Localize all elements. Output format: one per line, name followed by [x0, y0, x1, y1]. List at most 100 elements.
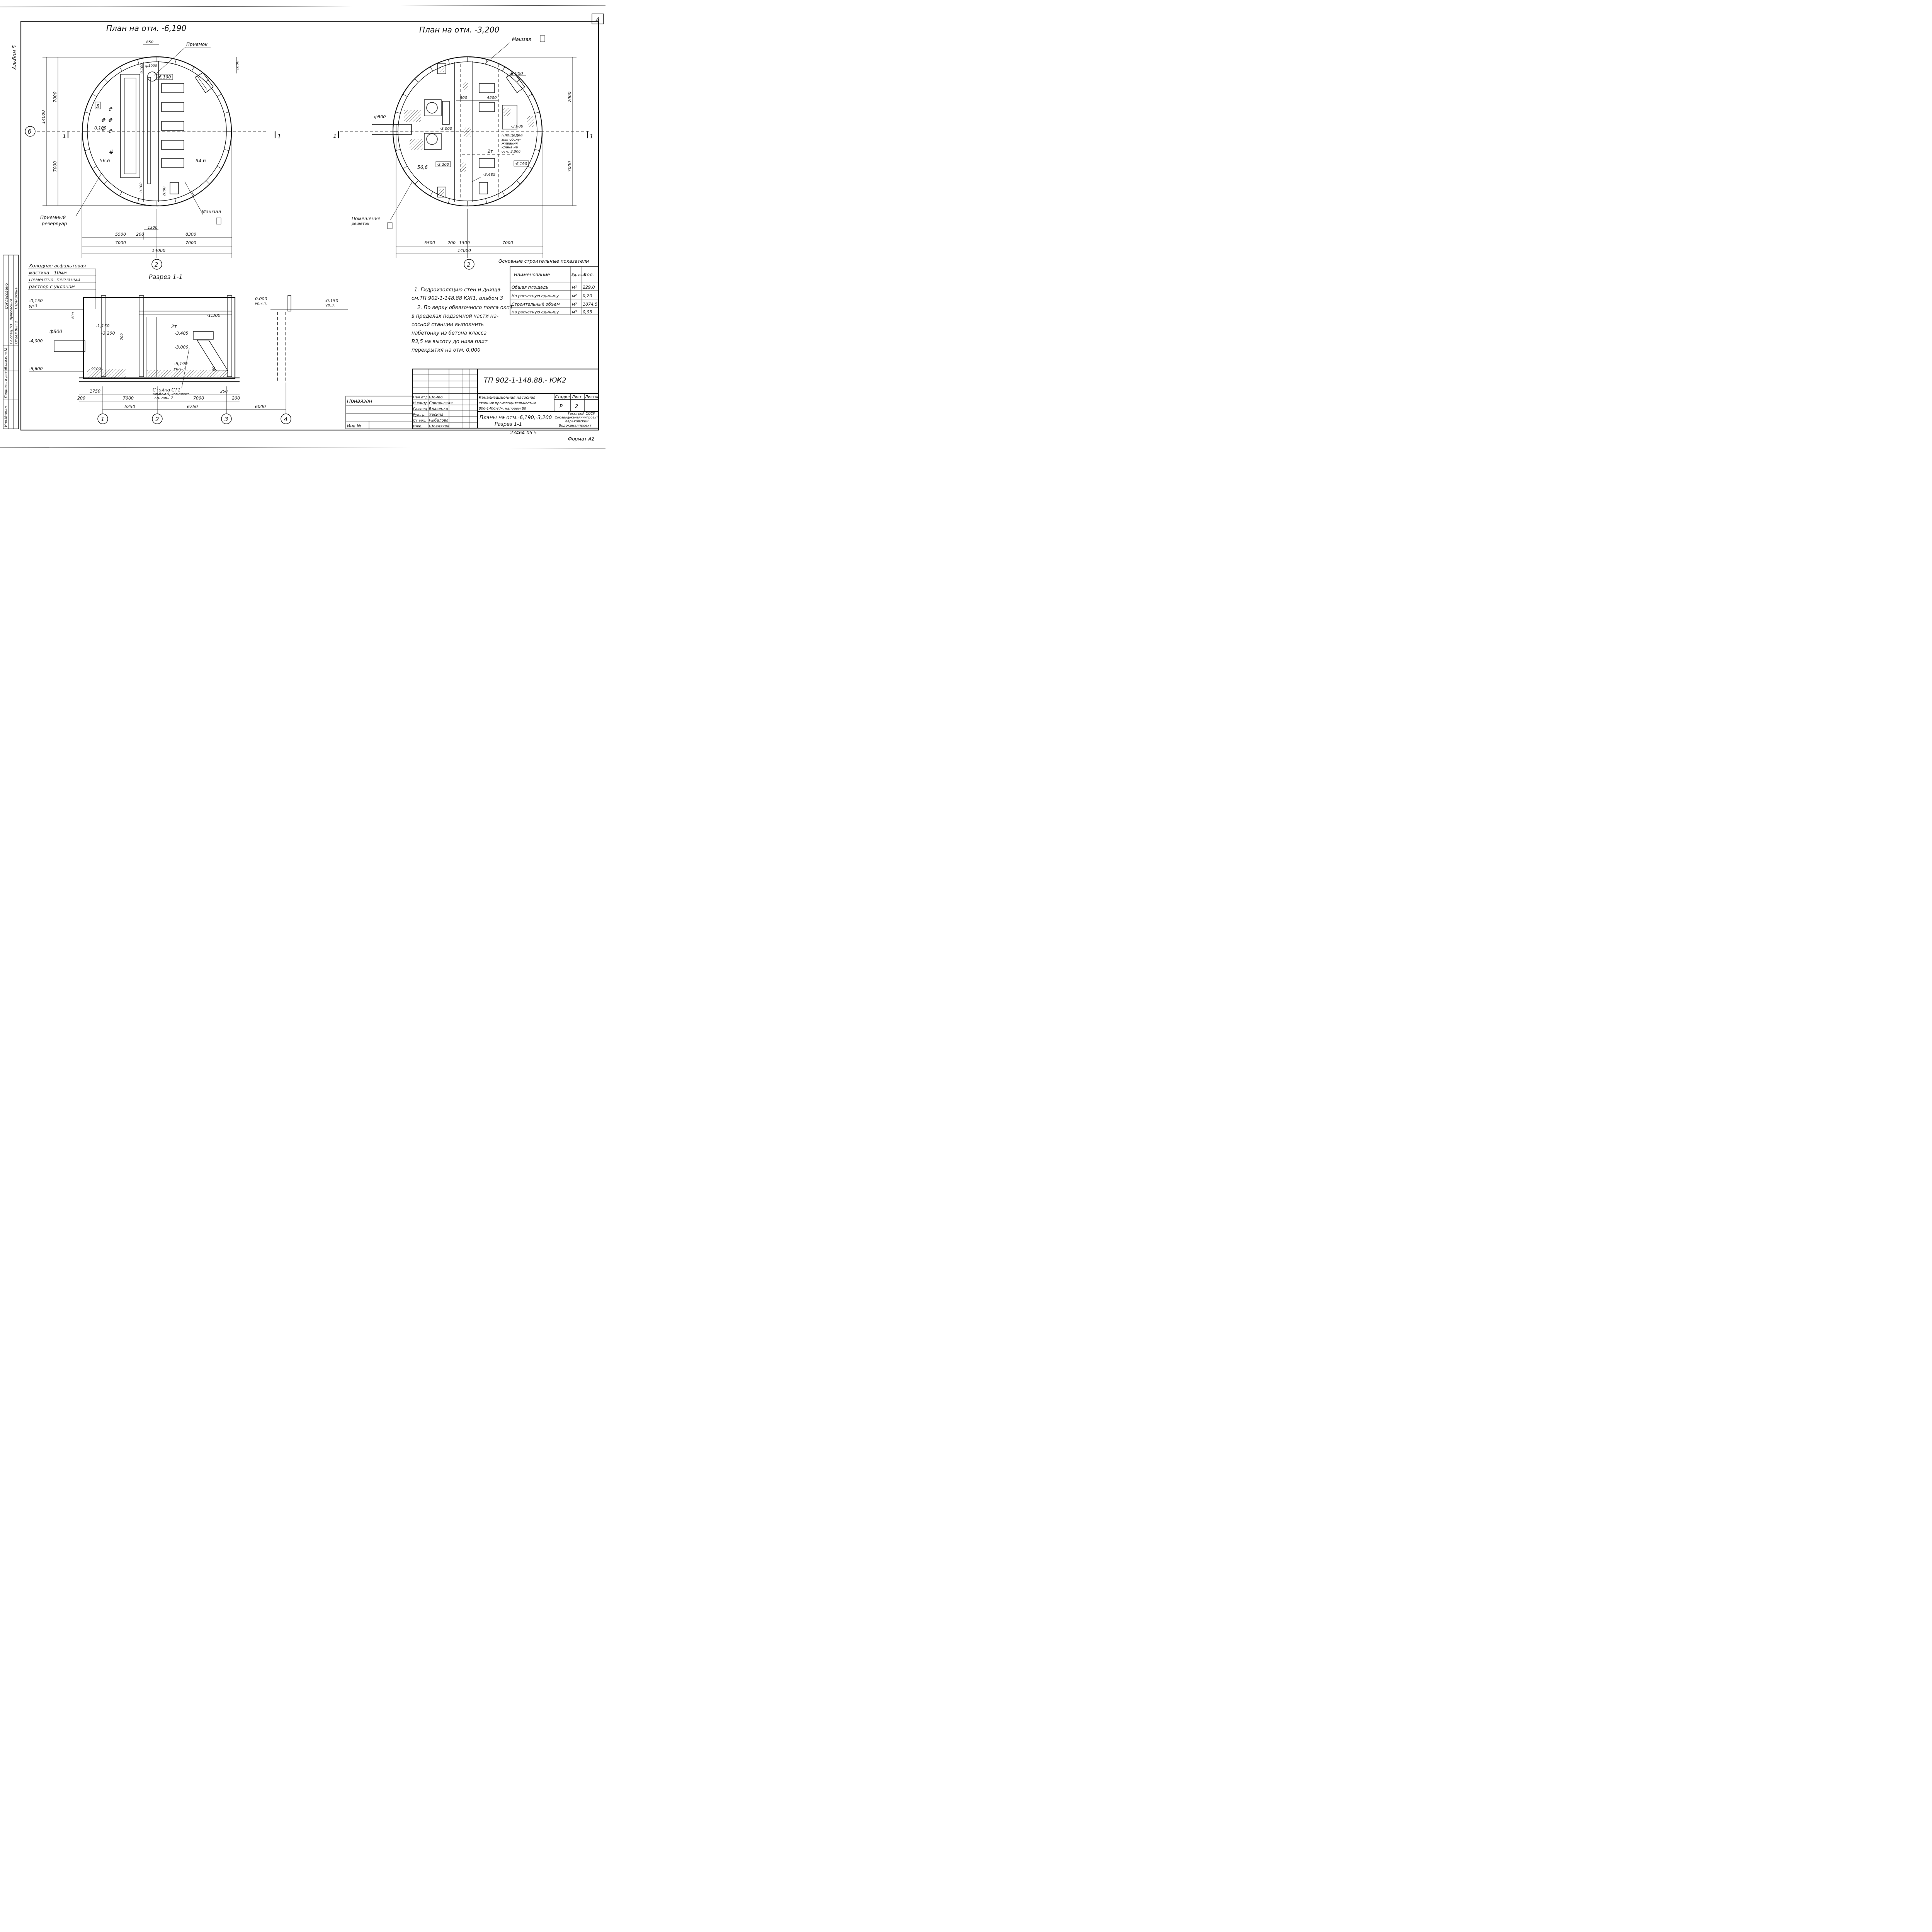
- svg-text:раствор с уклоном: раствор с уклоном: [29, 284, 75, 289]
- section-title: Разрез 1-1: [149, 273, 183, 281]
- plan2-d800: 800: [460, 96, 467, 100]
- plan2-dim-5500: 5500: [424, 240, 435, 245]
- plan2-title: План на отм. -3,200: [419, 25, 499, 34]
- plan2-pumps: [396, 99, 450, 150]
- plan2-dim-7000b: 7000: [567, 161, 572, 172]
- ind-r4-unit: м³: [572, 310, 577, 315]
- plan1-dim-14000: 14000: [41, 110, 46, 124]
- wall-panel-joint: [534, 149, 540, 151]
- wall-panel-joint: [85, 112, 90, 114]
- section-inlet-pipe: [54, 340, 85, 352]
- svg-text:#: #: [108, 117, 113, 124]
- plan-2: План на отм. -3,200: [333, 25, 594, 270]
- title-block: ТП 902-1-148.88.- КЖ2 Нач.отд Шейко Н.ко…: [412, 368, 599, 442]
- plan1-dim-5500: 5500: [115, 232, 126, 237]
- general-notes: 1. Гидроизоляцию стен и днища см.ТП 902-…: [412, 287, 513, 353]
- note-line-1: 1. Гидроизоляцию стен и днища: [414, 287, 500, 293]
- plan2-dim-7000a: 7000: [567, 92, 572, 102]
- wall-panel-joint: [448, 198, 450, 204]
- plan2-axis-2: [464, 259, 474, 270]
- ind-r3-name: Строительный объем: [512, 302, 560, 307]
- section-shell: [83, 297, 236, 379]
- wall-panel-joint: [415, 78, 419, 83]
- plan1-title: План на отм. -6,190: [106, 24, 186, 33]
- plan1-area-left: 56.6: [100, 158, 110, 163]
- plan1-d850: 850: [146, 40, 153, 44]
- svg-text:#: #: [109, 149, 114, 155]
- sec-crane: 2т: [171, 324, 177, 329]
- ind-r3-unit: м³: [572, 302, 577, 307]
- section-layers-note: Холодная асфальтовая мастика - 10мм Цеме…: [28, 263, 96, 309]
- wall-panel-joint: [217, 166, 222, 169]
- wall-panel-joint: [516, 78, 520, 83]
- wall-panel-joint: [92, 166, 97, 169]
- sec-mark-0000: 0,000: [255, 296, 267, 301]
- plan1-axis-b: [25, 126, 36, 137]
- plan1-receiver-label-2: резервуар: [41, 221, 67, 226]
- plan1-d0100a: 0,100: [140, 63, 144, 73]
- plan1-hole-mark: 0,100: [94, 126, 107, 131]
- stamp-org-3: Харьковский: [565, 420, 588, 423]
- stamp-name-5: Рыбалова: [429, 418, 449, 423]
- plan2-platform-label-4: крана на: [502, 146, 518, 150]
- wall-panel-joint: [104, 180, 108, 184]
- indicators-title: Основные строительные показатели: [498, 259, 589, 264]
- plan1-holes: # # # # # #: [101, 107, 114, 155]
- wall-panel-joint: [85, 149, 90, 151]
- stamp-sheet-title-1: Планы на отм.-6,190;-3,200: [480, 415, 552, 421]
- sec-mark-0150r: -0,150: [325, 298, 338, 303]
- plan2-mark-3200: -3,200: [437, 163, 449, 167]
- note-line-3: 2. По верху обвязочного пояса окп1: [417, 305, 513, 311]
- sec-ur3r: ур.3.: [325, 303, 335, 308]
- stamp-role-6: Инж.: [413, 425, 422, 429]
- sec-ur3l: ур.3.: [29, 304, 39, 308]
- section-dims: 1750 200 7000 7000 200 5250 6750 6000: [77, 389, 286, 410]
- plan2-platform-label-3: живания: [501, 142, 518, 146]
- plan1-area-right: 94.6: [196, 158, 206, 163]
- stamp-project-2: станция производительностью: [479, 401, 536, 405]
- plan1-d2000: 2000: [162, 187, 167, 196]
- stamp-project-3: 800-1400м³/ч. напором 80: [479, 407, 526, 411]
- sec-d9100: 9100: [91, 367, 101, 371]
- note-line-5: сосной станции выполнить: [412, 322, 484, 328]
- stamp-sheet-title-2: Разрез 1-1: [495, 422, 522, 427]
- wall-panel-joint: [92, 94, 97, 97]
- stamp-doc-code: ТП 902-1-148.88.- КЖ2: [484, 376, 566, 384]
- wall-panel-joint: [224, 149, 229, 151]
- sec-axis-2: 2: [155, 416, 159, 423]
- sec-axis-3: 3: [224, 416, 228, 423]
- wall-panel-joint: [104, 78, 108, 83]
- sec-dim-200a: 200: [77, 396, 85, 401]
- note-line-2: см.ТП 902-1-148.88 КЖ1, альбом 3: [412, 296, 503, 301]
- plan1-stair: [195, 72, 214, 94]
- plan2-platform-label-5: отм. 3.000: [502, 150, 520, 154]
- wall-panel-joint: [415, 180, 419, 184]
- wall-panel-joint: [119, 191, 122, 196]
- side-label-sign: Подпись и дата: [4, 369, 8, 398]
- stamp-role-3: Гл.спец: [413, 407, 427, 411]
- plan1-d1300: 1300: [148, 226, 157, 230]
- stamp-archive: 23464-05 5: [510, 430, 537, 435]
- stamp-project-1: Канализационная насосная: [479, 396, 536, 400]
- sec-dim-5250: 5250: [124, 404, 135, 409]
- wall-panel-joint: [217, 94, 222, 97]
- sec-d90: 90: [212, 366, 216, 371]
- sheet-frame: 4 Альбом 5: [0, 5, 605, 449]
- stamp-stage: Р: [560, 404, 563, 410]
- sheet-number: 4: [595, 16, 600, 24]
- plan2-stair: [505, 72, 525, 93]
- stamp-format: Формат А2: [568, 436, 594, 442]
- plan2-dim-14000: 14000: [457, 248, 471, 253]
- plan1-d0100b: 0,100: [139, 182, 143, 192]
- plan1-axis-2: [151, 259, 162, 270]
- sec-urchp2: ур.ч.п.: [173, 367, 186, 371]
- plan2-machine-hall: Машзал: [512, 37, 531, 42]
- stamp-sheet-label: Лист: [571, 395, 582, 399]
- ind-r4-qty: 0,93: [583, 310, 592, 315]
- stamp-privyazan: Привязан: [347, 398, 372, 404]
- stamp-name-1: Шейко: [429, 395, 443, 400]
- stamp-sheets-label: Листов: [585, 395, 599, 399]
- ind-r1-qty: 229.0: [583, 285, 595, 290]
- sec-dim-7000b: 7000: [193, 396, 204, 401]
- wall-panel-joint: [527, 94, 532, 97]
